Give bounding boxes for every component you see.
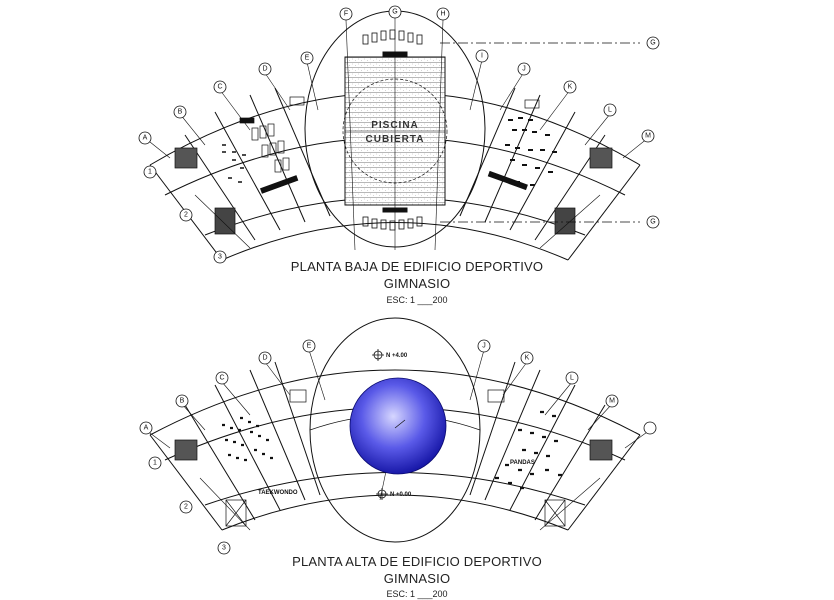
callout-e: E bbox=[307, 343, 312, 350]
callout-h: H bbox=[440, 11, 445, 18]
callout-axis-upper: G bbox=[650, 40, 655, 47]
callout-j: J bbox=[522, 66, 526, 73]
level-markers bbox=[372, 349, 388, 500]
level-label-upper: N +4.00 bbox=[386, 353, 408, 359]
pool-label-line2: CUBIERTA bbox=[366, 134, 425, 145]
callout-1: 1 bbox=[148, 169, 152, 176]
callout-c: C bbox=[219, 375, 224, 382]
callout-2: 2 bbox=[184, 504, 188, 511]
callout-2: 2 bbox=[184, 212, 188, 219]
callout-axis-lower: G bbox=[650, 219, 655, 226]
ground-floor-plan bbox=[144, 10, 649, 261]
upper-floor-plan bbox=[145, 317, 651, 543]
plan-title-ground: PLANTA BAJA DE EDIFICIO DEPORTIVO bbox=[290, 259, 544, 274]
callout-l: L bbox=[608, 107, 612, 114]
callout-d: D bbox=[262, 355, 267, 362]
callout-g: G bbox=[392, 9, 397, 16]
callout-d: D bbox=[262, 66, 267, 73]
callout-k: K bbox=[568, 84, 573, 91]
callout-k: K bbox=[525, 355, 530, 362]
callout-i: I bbox=[481, 53, 483, 60]
plan-scale-ground: ESC: 1 ___200 bbox=[386, 295, 448, 305]
plan-title-upper: PLANTA ALTA DE EDIFICIO DEPORTIVO bbox=[292, 554, 542, 569]
callout-f: F bbox=[344, 11, 348, 18]
callout-m: M bbox=[609, 398, 615, 405]
grid-callout-labels-bottom: A B C D E J K L M 1 2 3 bbox=[144, 343, 615, 552]
callout-b: B bbox=[180, 398, 185, 405]
plan-subtitle-ground: GIMNASIO bbox=[383, 276, 451, 291]
callout-3: 3 bbox=[222, 545, 226, 552]
callout-3: 3 bbox=[218, 254, 222, 261]
pool-label-line1: PISCINA bbox=[371, 120, 419, 131]
callout-1: 1 bbox=[153, 460, 157, 467]
callout-c: C bbox=[217, 84, 222, 91]
callout-j: J bbox=[482, 343, 486, 350]
plan-scale-upper: ESC: 1 ___200 bbox=[386, 589, 448, 599]
room-label-left: TAEKWONDO bbox=[258, 490, 298, 496]
grid-callouts-top bbox=[138, 5, 660, 264]
plan-subtitle-upper: GIMNASIO bbox=[383, 571, 451, 586]
grid-callout-labels-top: A B C D E F G H I J K L M 1 2 3 G G bbox=[143, 9, 656, 261]
callout-l: L bbox=[570, 375, 574, 382]
callout-b: B bbox=[178, 109, 183, 116]
level-label-lower: N +0.00 bbox=[390, 492, 412, 498]
callout-a: A bbox=[143, 135, 148, 142]
callout-e: E bbox=[305, 55, 310, 62]
callout-m: M bbox=[645, 133, 651, 140]
callout-a: A bbox=[144, 425, 149, 432]
room-label-right: PANDAS bbox=[510, 460, 535, 466]
grid-callouts-bottom bbox=[139, 339, 657, 555]
dome-leader bbox=[394, 419, 406, 429]
